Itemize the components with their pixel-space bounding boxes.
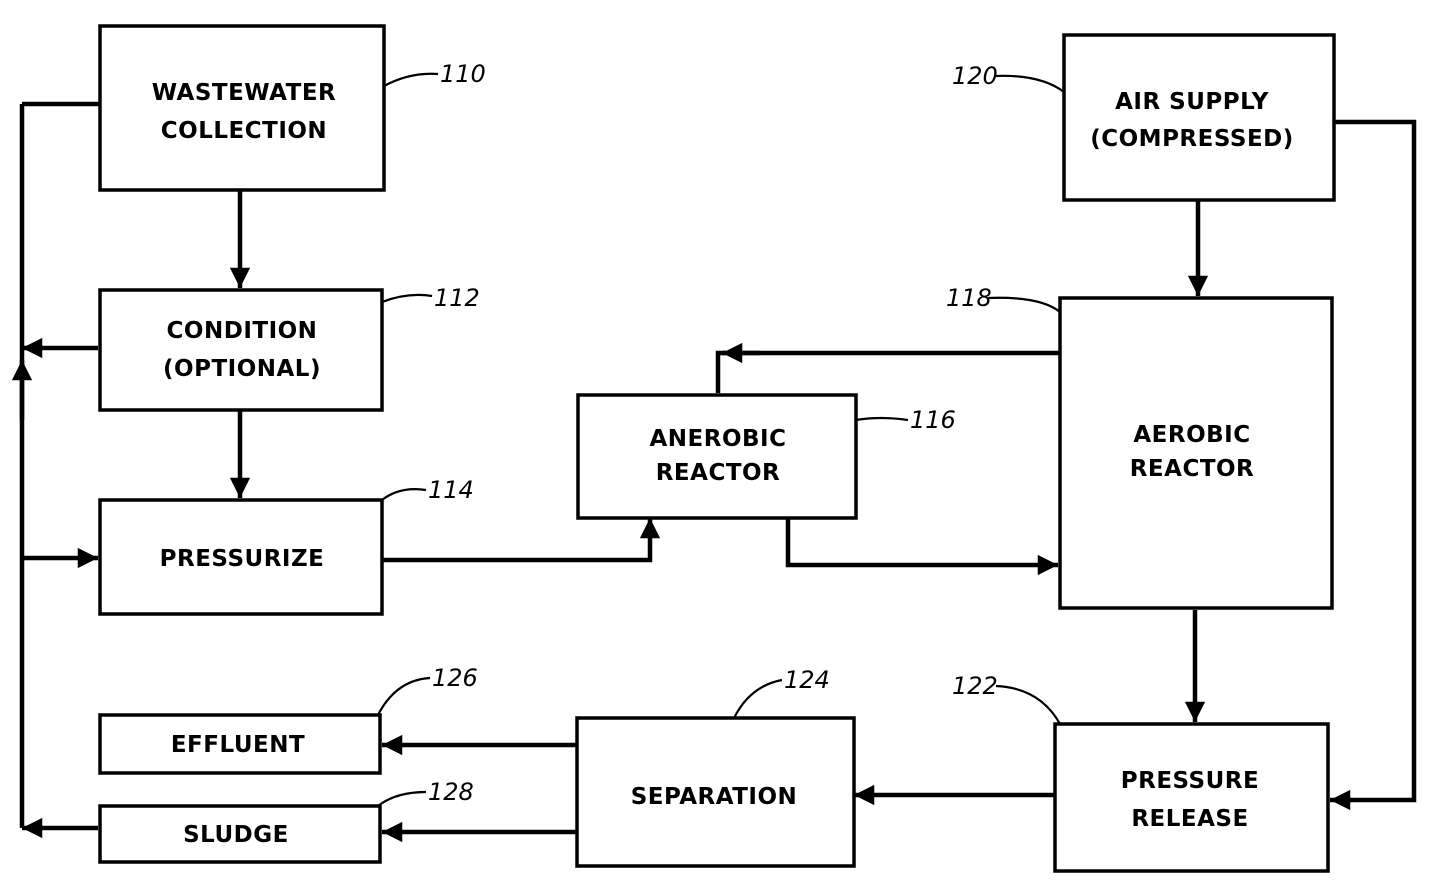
wastewater-collection-box: WASTEWATER COLLECTION xyxy=(98,24,386,192)
anaerobic-label-line2: REACTOR xyxy=(656,460,781,486)
aerobic-reactor-box: AEROBIC REACTOR xyxy=(1058,296,1334,610)
connectors xyxy=(11,101,1417,843)
sludge-box: SLUDGE xyxy=(98,804,382,864)
separation-box: SEPARATION xyxy=(575,716,856,868)
anaerobic-label-line1: ANEROBIC xyxy=(650,426,787,452)
air-supply-label-line2: (COMPRESSED) xyxy=(1090,126,1294,152)
ref-110: 110 xyxy=(440,60,486,88)
aerobic-label-line2: REACTOR xyxy=(1130,456,1255,482)
ref-126: 126 xyxy=(432,664,478,692)
pressurize-label: PRESSURIZE xyxy=(160,546,325,572)
aerobic-label-line1: AEROBIC xyxy=(1133,422,1250,448)
air-supply-label-line1: AIR SUPPLY xyxy=(1115,89,1269,115)
ref-120: 120 xyxy=(952,62,998,90)
leader-122 xyxy=(995,684,1061,725)
leader-126 xyxy=(377,676,431,716)
leader-112 xyxy=(381,293,433,304)
pressure-release-box: PRESSURE RELEASE xyxy=(1053,722,1330,873)
ref-114: 114 xyxy=(428,476,474,504)
leader-128 xyxy=(377,790,427,807)
sludge-label: SLUDGE xyxy=(183,822,289,848)
reference-leaders xyxy=(377,72,1065,807)
arrow-air-to-pressure-release xyxy=(1330,119,1417,811)
leader-110 xyxy=(383,72,439,87)
pressurize-box: PRESSURIZE xyxy=(98,498,384,616)
ref-122: 122 xyxy=(952,672,998,700)
arrow-aerobic-to-anaerobic xyxy=(715,350,1060,393)
leader-116 xyxy=(855,416,909,422)
ref-116: 116 xyxy=(910,406,956,434)
arrow-anaerobic-to-aerobic xyxy=(785,518,1058,576)
separation-label: SEPARATION xyxy=(631,784,798,810)
effluent-box: EFFLUENT xyxy=(98,713,382,775)
ref-124: 124 xyxy=(784,666,830,694)
ref-118: 118 xyxy=(946,284,992,312)
leader-124 xyxy=(733,678,783,719)
leader-118 xyxy=(987,296,1061,313)
ref-128: 128 xyxy=(428,778,474,806)
leader-120 xyxy=(993,74,1065,93)
effluent-label: EFFLUENT xyxy=(171,732,305,758)
condition-label-line2: (OPTIONAL) xyxy=(163,356,321,382)
reference-numerals: 110 112 114 116 118 120 122 124 126 128 xyxy=(428,60,998,806)
condition-label-line1: CONDITION xyxy=(167,318,318,344)
wastewater-label-line1: WASTEWATER xyxy=(152,80,337,106)
ref-112: 112 xyxy=(434,284,480,312)
pressure-release-label-line2: RELEASE xyxy=(1131,806,1248,832)
pressure-release-label-line1: PRESSURE xyxy=(1121,768,1259,794)
wastewater-label-line2: COLLECTION xyxy=(161,118,327,144)
anaerobic-reactor-box: ANEROBIC REACTOR xyxy=(576,393,858,520)
condition-box: CONDITION (OPTIONAL) xyxy=(98,288,384,412)
air-supply-box: AIR SUPPLY (COMPRESSED) xyxy=(1062,33,1336,202)
leader-114 xyxy=(381,488,427,501)
arrow-pressurize-to-anaerobic xyxy=(382,518,661,563)
